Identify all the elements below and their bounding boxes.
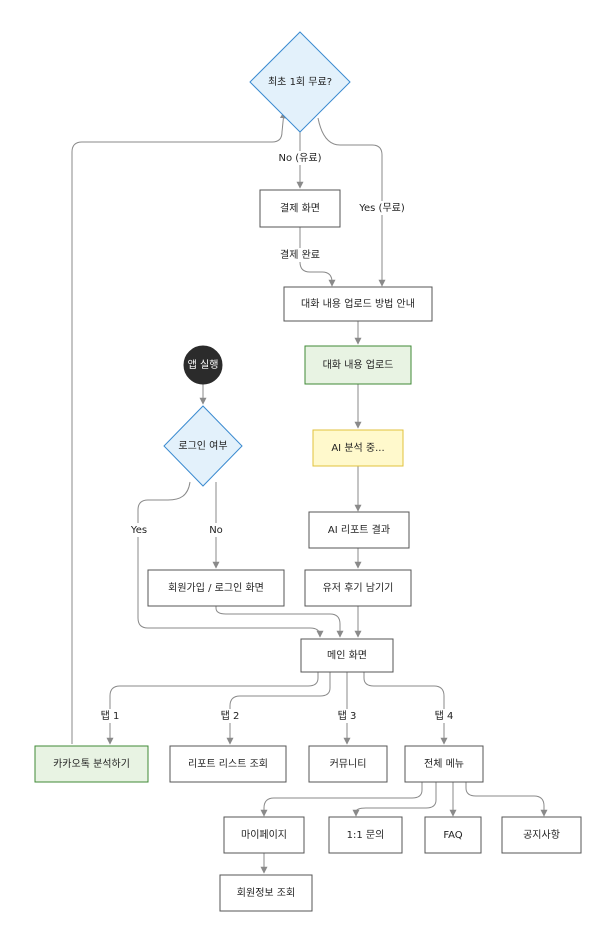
node-kakao-analyze-label: 카카오톡 분석하기 [53, 757, 130, 770]
edge-kakao-to-free-check [71, 111, 287, 744]
edge-label-tab3: 탭 3 [338, 710, 357, 722]
edge-signup-to-main [215, 606, 344, 638]
decision-free-check-label: 최초 1회 무료? [268, 76, 332, 88]
node-upload-label: 대화 내용 업로드 [323, 358, 394, 371]
node-member-info[interactable]: 회원정보 조회 [219, 874, 313, 912]
node-community[interactable]: 커뮤니티 [308, 745, 388, 783]
node-inquiry-label: 1:1 문의 [347, 829, 385, 841]
decision-login-check[interactable]: 로그인 여부 [163, 405, 243, 487]
node-notice-label: 공지사항 [523, 829, 560, 841]
edge-label-tab2: 탭 2 [221, 710, 240, 722]
decision-free-check[interactable]: 최초 1회 무료? [249, 31, 351, 133]
edge-all-menu-to-my-page [260, 782, 423, 817]
edge-all-menu-to-notice [465, 782, 548, 817]
edge-label-no-paid: No (유료) [279, 152, 322, 164]
node-ai-analyzing-label: AI 분석 중... [331, 442, 384, 454]
node-upload[interactable]: 대화 내용 업로드 [304, 345, 412, 385]
node-ai-report[interactable]: AI 리포트 결과 [308, 511, 410, 549]
node-payment-screen[interactable]: 결제 화면 [259, 189, 341, 228]
node-notice[interactable]: 공지사항 [501, 816, 582, 854]
node-all-menu-label: 전체 메뉴 [424, 758, 464, 770]
edge-label-yes: Yes [130, 525, 147, 536]
nodes: 최초 1회 무료? 결제 화면 대화 내용 업로드 방법 안내 대화 내용 업로… [34, 31, 582, 912]
edge-login-check-to-main [137, 481, 324, 638]
edge-free-check-to-upload-guide [317, 117, 386, 287]
node-kakao-analyze[interactable]: 카카오톡 분석하기 [34, 745, 149, 783]
edge-label-no: No [209, 525, 223, 536]
decision-login-check-label: 로그인 여부 [178, 440, 227, 452]
node-main-screen-label: 메인 화면 [327, 650, 367, 662]
node-all-menu[interactable]: 전체 메뉴 [404, 745, 484, 783]
node-payment-screen-label: 결제 화면 [280, 203, 320, 215]
node-leave-review-label: 유저 후기 남기기 [323, 582, 394, 594]
edge-payment-to-upload-guide [299, 227, 336, 287]
edge-main-to-all-menu [363, 672, 448, 745]
node-main-screen[interactable]: 메인 화면 [300, 638, 394, 673]
node-community-label: 커뮤니티 [330, 758, 367, 770]
edge-main-to-kakao [106, 672, 319, 745]
node-signup-login[interactable]: 회원가입 / 로그인 화면 [147, 569, 285, 607]
node-member-info-label: 회원정보 조회 [237, 887, 295, 899]
node-faq-label: FAQ [443, 830, 462, 841]
edge-label-payment-done: 결제 완료 [280, 249, 320, 261]
node-upload-guide[interactable]: 대화 내용 업로드 방법 안내 [283, 286, 433, 322]
node-signup-login-label: 회원가입 / 로그인 화면 [168, 581, 264, 594]
node-ai-analyzing[interactable]: AI 분석 중... [312, 429, 404, 467]
edges [71, 111, 548, 874]
node-ai-report-label: AI 리포트 결과 [328, 524, 390, 536]
node-upload-guide-label: 대화 내용 업로드 방법 안내 [301, 297, 415, 310]
node-report-list-label: 리포트 리스트 조회 [188, 758, 268, 770]
node-my-page-label: 마이페이지 [241, 829, 287, 841]
node-my-page[interactable]: 마이페이지 [223, 816, 305, 854]
node-leave-review[interactable]: 유저 후기 남기기 [304, 569, 412, 607]
edge-label-yes-free: Yes (무료) [358, 203, 405, 214]
node-report-list[interactable]: 리포트 리스트 조회 [169, 745, 287, 783]
edge-label-tab4: 탭 4 [435, 710, 454, 722]
node-faq[interactable]: FAQ [424, 816, 482, 854]
node-app-start[interactable]: 앱 실행 [183, 345, 223, 385]
edge-labels: No (유료) Yes (무료) 결제 완료 Yes No 탭 1 탭 2 탭 … [96, 151, 458, 723]
edge-label-tab1: 탭 1 [101, 710, 120, 722]
edge-main-to-report-list [226, 672, 331, 745]
node-app-start-label: 앱 실행 [188, 359, 219, 371]
node-inquiry[interactable]: 1:1 문의 [328, 816, 403, 854]
edge-all-menu-to-inquiry [352, 782, 437, 817]
